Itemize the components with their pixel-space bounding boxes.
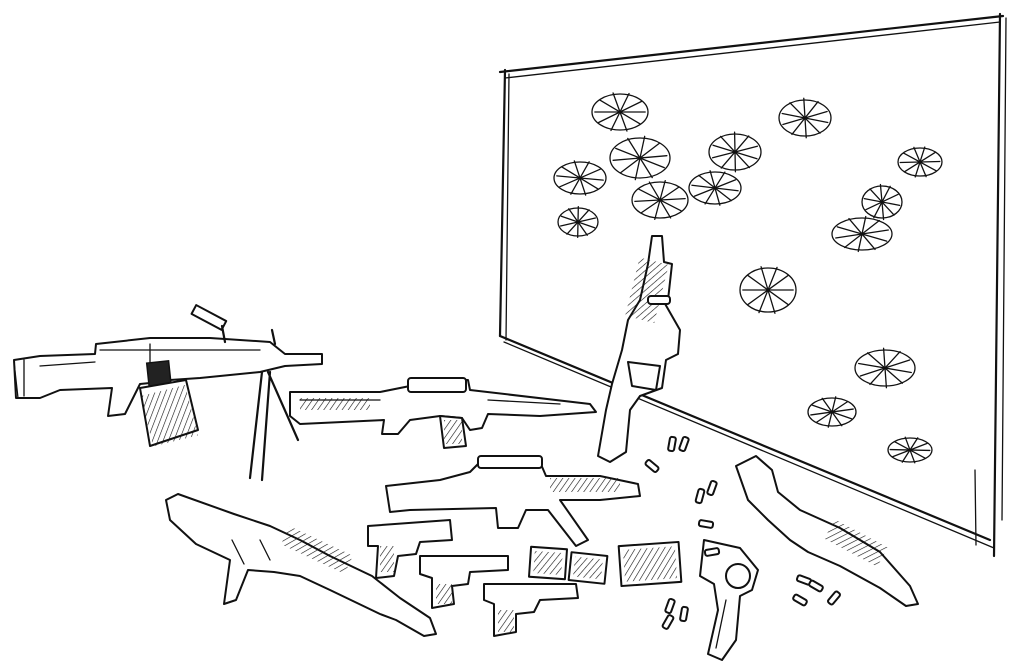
target-board bbox=[498, 12, 1007, 558]
submachine-gun-sketch bbox=[385, 455, 641, 547]
bullet-hole bbox=[807, 396, 857, 428]
bullet-hole bbox=[631, 179, 689, 221]
cartridge bbox=[694, 487, 706, 505]
bullet-hole bbox=[557, 205, 599, 239]
bullet-hole bbox=[861, 183, 903, 221]
cartridge bbox=[697, 519, 715, 529]
bullet-hole-scribbles bbox=[553, 92, 943, 464]
revolver-sketch bbox=[699, 539, 759, 661]
cartridge bbox=[644, 459, 660, 473]
cartridge bbox=[706, 479, 718, 497]
assault-rifle-sketch bbox=[289, 377, 597, 449]
bullet-hole bbox=[708, 131, 762, 173]
bullet-hole bbox=[887, 436, 933, 464]
bullet-hole bbox=[778, 97, 832, 139]
shotgun-sketch bbox=[735, 455, 919, 607]
upright-rifle-sketch bbox=[597, 235, 681, 463]
bullet-hole bbox=[609, 135, 671, 181]
bullet-hole bbox=[688, 170, 742, 206]
pistol-sketch-1 bbox=[367, 519, 453, 579]
ammo-box-3 bbox=[617, 540, 683, 588]
loose-cartridges bbox=[644, 435, 841, 630]
bullet-hole bbox=[897, 146, 943, 178]
bullet-hole bbox=[553, 160, 607, 196]
machine-gun-sketch bbox=[13, 304, 323, 482]
pistol-sketch-3 bbox=[483, 583, 579, 637]
bullet-hole bbox=[591, 92, 649, 132]
cartridge bbox=[792, 593, 808, 607]
cartridge bbox=[679, 605, 689, 623]
ak-rifle-sketch bbox=[165, 493, 437, 637]
cartridge bbox=[661, 614, 675, 630]
ammo-box-2 bbox=[567, 551, 609, 585]
cartridge bbox=[703, 547, 721, 557]
cartridge bbox=[667, 435, 677, 453]
bullet-hole bbox=[831, 215, 893, 253]
cartridge bbox=[678, 435, 690, 453]
cartridge bbox=[664, 597, 676, 615]
cartridge bbox=[827, 590, 841, 606]
bullet-hole bbox=[739, 266, 797, 314]
ammo-box-1 bbox=[527, 545, 569, 581]
pistol-sketch-2 bbox=[419, 555, 509, 609]
cartridge bbox=[808, 579, 824, 593]
bullet-hole bbox=[854, 347, 916, 389]
